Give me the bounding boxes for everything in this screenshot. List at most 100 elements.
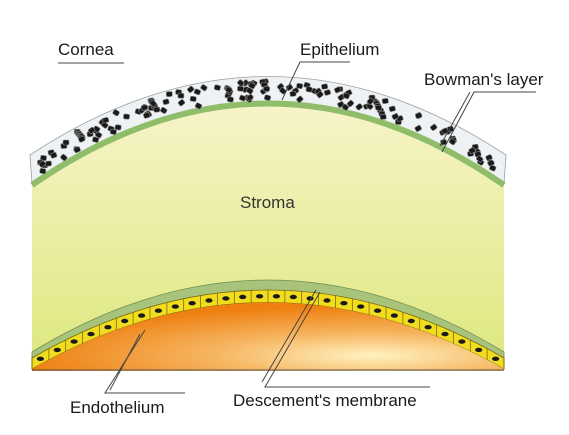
epithelium-cell bbox=[388, 105, 396, 112]
epithelium-cell bbox=[476, 155, 484, 163]
endothelium-nucleus bbox=[340, 301, 348, 306]
epithelium-cell bbox=[189, 95, 197, 102]
epithelium-cell bbox=[379, 113, 387, 120]
epithelium-cell bbox=[375, 104, 382, 111]
endothelium-nucleus bbox=[222, 296, 230, 301]
epithelium-cell bbox=[263, 94, 272, 101]
epithelium-cell bbox=[355, 103, 363, 111]
epithelium-cell bbox=[165, 91, 173, 98]
epithelium-cell bbox=[305, 86, 313, 93]
epithelium-cell bbox=[153, 106, 161, 113]
epithelium-cell bbox=[296, 83, 304, 89]
endothelium-nucleus bbox=[424, 325, 432, 330]
endothelium-nucleus bbox=[188, 301, 196, 306]
endothelium-nucleus bbox=[357, 304, 365, 309]
epithelium-cell bbox=[87, 126, 96, 134]
epithelium-cell bbox=[489, 164, 497, 172]
epithelium-cell bbox=[78, 135, 86, 143]
epithelium-cell bbox=[160, 106, 168, 114]
endothelium-nucleus bbox=[205, 298, 213, 303]
epithelium-cell bbox=[239, 94, 247, 102]
epithelium-cell bbox=[248, 82, 256, 90]
epithelium-cell bbox=[213, 84, 221, 91]
endothelium-nucleus bbox=[154, 308, 162, 313]
epithelium-cell bbox=[39, 168, 47, 175]
epithelium-cell bbox=[346, 99, 355, 108]
endothelium-nucleus bbox=[475, 347, 483, 353]
epithelium-cell bbox=[441, 127, 449, 135]
epithelium-cell bbox=[162, 98, 170, 105]
label-descemets-membrane: Descement's membrane bbox=[233, 391, 417, 410]
epithelium-cell bbox=[143, 112, 151, 119]
label-cornea: Cornea bbox=[58, 40, 114, 59]
epithelium-cell bbox=[430, 123, 438, 131]
epithelium-cell bbox=[123, 113, 130, 120]
endothelium-nucleus bbox=[272, 294, 280, 299]
epithelium-cell bbox=[341, 103, 350, 111]
epithelium-cell bbox=[415, 112, 423, 119]
epithelium-cell bbox=[334, 86, 342, 94]
endothelium-nucleus bbox=[53, 347, 61, 353]
epithelium-cell bbox=[342, 92, 350, 100]
epithelium-cell bbox=[73, 146, 81, 154]
endothelium-nucleus bbox=[289, 294, 297, 300]
epithelium-cell bbox=[114, 124, 122, 131]
label-bowmans-layer: Bowman's layer bbox=[424, 70, 544, 89]
epithelium-cell bbox=[187, 85, 195, 93]
label-stroma: Stroma bbox=[240, 193, 295, 212]
epithelium-cell bbox=[45, 160, 52, 167]
endothelium-nucleus bbox=[323, 298, 331, 303]
endothelium-nucleus bbox=[87, 331, 95, 337]
epithelium-cell bbox=[366, 102, 374, 110]
epithelium-cell bbox=[193, 88, 201, 96]
anterior-chamber-fill bbox=[32, 304, 504, 370]
epithelium-cell bbox=[263, 85, 270, 92]
epithelium-cell bbox=[200, 84, 208, 92]
epithelium-cell bbox=[149, 99, 157, 108]
epithelium-cell bbox=[391, 113, 399, 120]
endothelium-nucleus bbox=[441, 331, 449, 337]
epithelium-cell bbox=[140, 104, 148, 111]
endothelium-nucleus bbox=[492, 356, 500, 361]
label-endothelium: Endothelium bbox=[70, 398, 165, 417]
bowmans-layer bbox=[30, 100, 506, 188]
endothelium-nucleus bbox=[374, 308, 382, 313]
epithelium-cells bbox=[37, 78, 497, 175]
epithelium-cell bbox=[246, 93, 254, 101]
epithelium-cell bbox=[177, 92, 185, 99]
epithelium-cell bbox=[194, 102, 203, 110]
label-epithelium: Epithelium bbox=[300, 40, 380, 59]
epithelium-cell bbox=[468, 147, 476, 154]
epithelium-cell bbox=[102, 117, 110, 124]
endothelium-nucleus bbox=[138, 313, 146, 318]
epithelium-cell bbox=[296, 95, 304, 103]
epithelium-cell bbox=[448, 138, 457, 146]
endothelium-nucleus bbox=[104, 325, 112, 330]
endothelium-nucleus bbox=[36, 356, 45, 361]
endothelium-nucleus bbox=[121, 318, 129, 324]
endothelium-nucleus bbox=[407, 318, 415, 324]
endothelium-nucleus bbox=[458, 339, 466, 344]
epithelium-cell bbox=[237, 85, 244, 92]
endothelium-nucleus bbox=[239, 294, 247, 300]
leader-lines bbox=[58, 61, 536, 394]
epithelium-cell bbox=[62, 139, 70, 146]
epithelium-cell bbox=[225, 86, 233, 94]
endothelium-nucleus bbox=[70, 339, 78, 344]
epithelium-cell bbox=[237, 79, 245, 87]
endothelium-cells bbox=[31, 290, 505, 369]
epithelium-cell bbox=[38, 160, 46, 168]
epithelium-cell bbox=[112, 109, 120, 117]
epithelium-cell bbox=[321, 83, 329, 90]
epithelium-cell bbox=[227, 96, 234, 103]
epithelium-cell bbox=[109, 128, 117, 135]
epithelium-cell bbox=[323, 89, 331, 96]
epithelium-cell bbox=[414, 124, 422, 132]
epithelium-cell bbox=[177, 99, 186, 107]
epithelium-cell bbox=[366, 97, 374, 105]
epithelium-cell bbox=[92, 136, 100, 143]
epithelium-cell bbox=[94, 131, 103, 139]
epithelium-cell bbox=[381, 97, 389, 105]
epithelium-cell bbox=[50, 152, 58, 159]
